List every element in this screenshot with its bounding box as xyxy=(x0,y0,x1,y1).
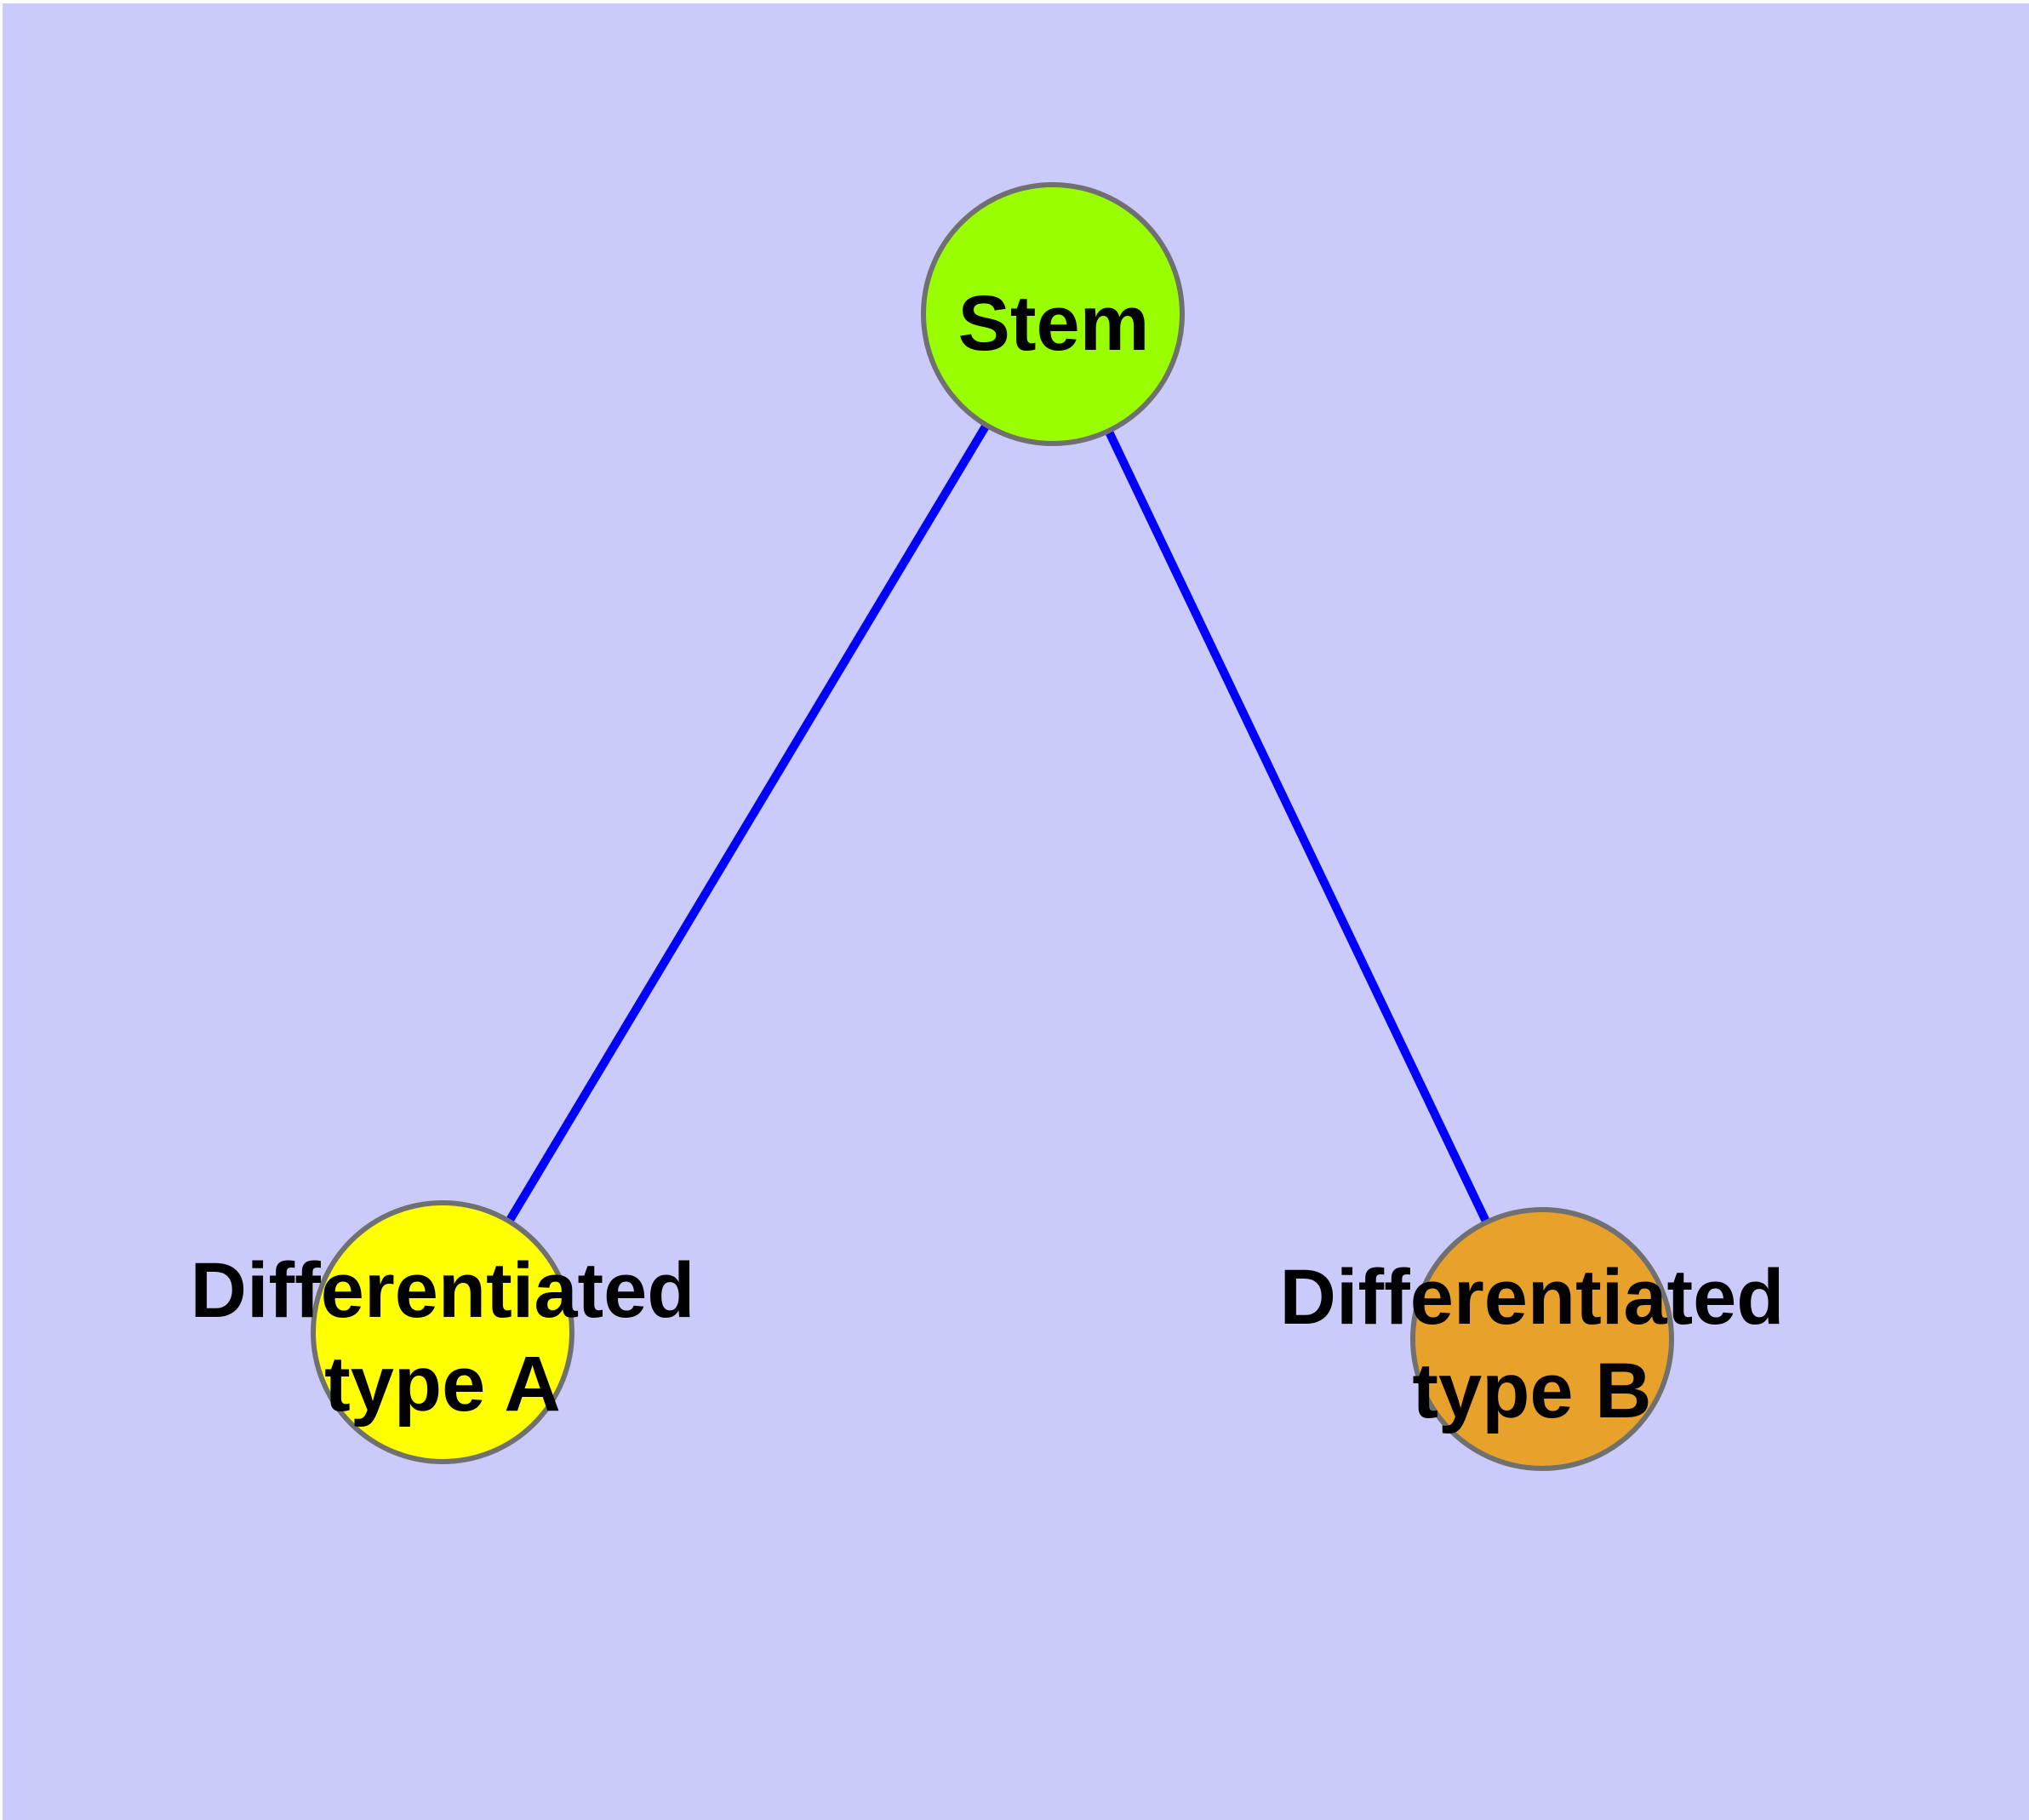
node-type-b-label-line1: Differentiated xyxy=(1280,1254,1785,1341)
node-stem-label: Stem xyxy=(958,280,1150,367)
node-type-b-circle xyxy=(1410,1207,1674,1471)
node-type-b-label-line2: type B xyxy=(1412,1348,1651,1434)
node-type-a-circle xyxy=(311,1200,574,1464)
edge-stem-to-type-a xyxy=(438,312,1057,1335)
node-stem-circle xyxy=(921,182,1185,446)
node-type-a-label-line1: Differentiated xyxy=(191,1247,695,1334)
node-type-a-label-line2: type A xyxy=(324,1341,561,1428)
edge-stem-to-type-b xyxy=(1049,312,1546,1342)
